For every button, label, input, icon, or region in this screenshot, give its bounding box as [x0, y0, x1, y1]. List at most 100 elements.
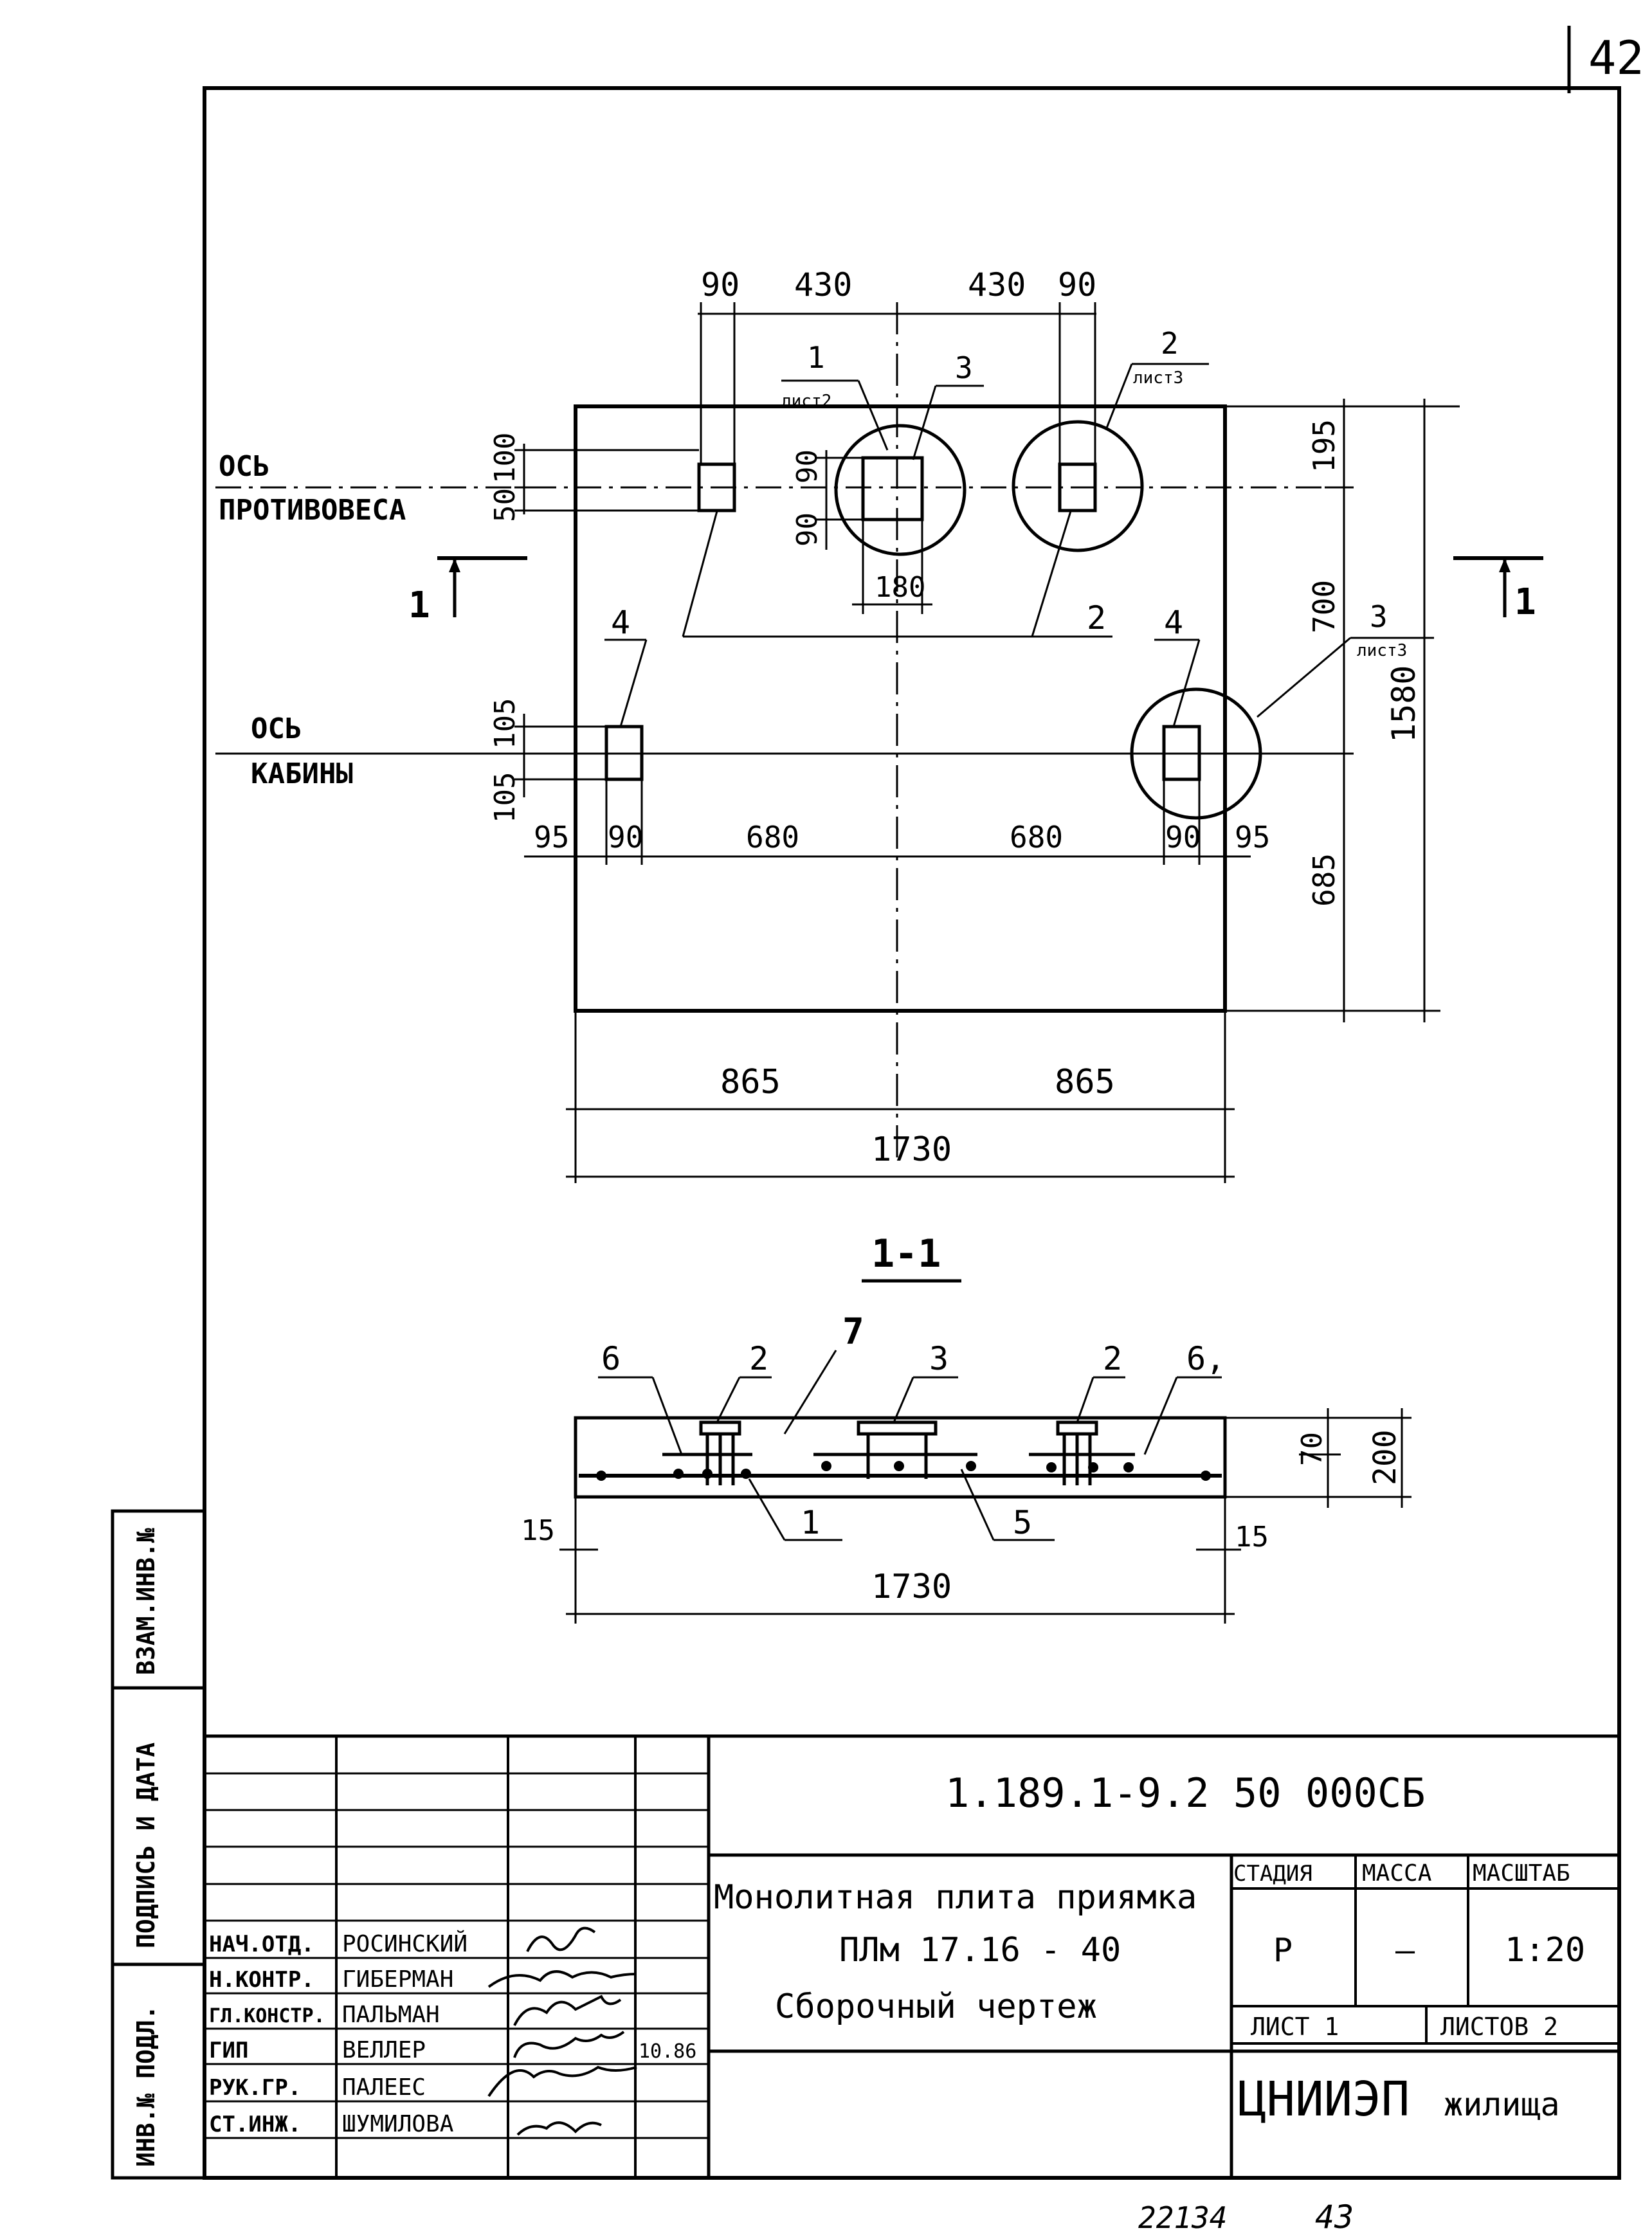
cabin-hole-left: [604, 725, 644, 781]
drawing-title-line-2: ПЛм 17.16 - 40: [839, 1931, 1121, 1970]
staff-name-4: ВЕЛЛЕР: [342, 2037, 426, 2063]
dim-bottom-95-left: 95: [534, 820, 569, 855]
section-label-6-right: 6,: [1186, 1340, 1225, 1377]
dim-overall-height: 1580: [1385, 666, 1422, 743]
slab-outline: [574, 404, 1227, 1013]
organization-main: ЦНИИЭП: [1238, 2072, 1410, 2127]
mass-value: —: [1395, 1932, 1415, 1969]
stage-header: СТАДИЯ: [1233, 1861, 1312, 1887]
section-mark-left: 1: [408, 584, 430, 626]
label-4-right: 4: [1164, 604, 1183, 641]
leader-3-sheet: лист3: [1357, 641, 1407, 660]
axis-counterweight-label-2: ПРОТИВОВЕСА: [219, 494, 406, 527]
staff-role-4: ГИП: [209, 2038, 248, 2063]
leader-1-num: 1: [807, 340, 825, 375]
dim-bottom-680-right: 680: [1010, 820, 1063, 855]
staff-role-2: Н.КОНТР.: [209, 1967, 314, 1993]
dim-hole-90-a: 90: [791, 449, 824, 484]
cabin-hole-right: [1162, 725, 1201, 781]
staff-role-6: СТ.ИНЖ.: [209, 2112, 301, 2137]
counterweight-hole-right: [1058, 462, 1097, 512]
cabin-circle-right: [1130, 687, 1262, 820]
staff-name-6: ШУМИЛОВА: [342, 2111, 454, 2137]
counterweight-hole-left: [697, 462, 736, 512]
dim-bottom-680-left: 680: [746, 820, 799, 855]
dim-top-2: 430: [794, 266, 852, 303]
drawing-title-line-3: Сборочный чертеж: [775, 1988, 1097, 2026]
staff-name-3: ПАЛЬМАН: [342, 2002, 440, 2028]
dim-top-3: 430: [968, 266, 1026, 303]
dim-right-195: 195: [1307, 419, 1341, 473]
leader-2-sheet: лист3: [1133, 368, 1183, 388]
dim-top-4: 90: [1058, 266, 1096, 303]
section-dim-width: 1730: [871, 1568, 952, 1606]
side-stamp-original-inv: ИНВ.№ ПОДЛ.: [132, 2005, 160, 2167]
dim-half-width-left: 865: [720, 1063, 781, 1101]
section-label-2-right: 2: [1103, 1340, 1122, 1377]
dim-left-105-a: 105: [489, 698, 522, 749]
label-2-mid: 2: [1087, 599, 1106, 637]
staff-role-3: ГЛ.КОНСТР.: [209, 2005, 325, 2027]
leader-3-num: 3: [1370, 599, 1388, 634]
section-dim-15-left: 15: [521, 1514, 555, 1547]
drawing-title-line-1: Монолитная плита приямка: [714, 1878, 1197, 1917]
dim-left-50: 50: [489, 488, 522, 522]
dim-left-100: 100: [489, 433, 522, 484]
dim-left-105-b: 105: [489, 772, 522, 823]
dim-right-685: 685: [1307, 853, 1341, 907]
buffer-circle-right: [1012, 420, 1144, 552]
staff-role-5: РУК.ГР.: [209, 2075, 301, 2101]
label-3-top: 3: [955, 350, 973, 385]
side-stamp-replaced-inv: ВЗАМ.ИНВ.№: [132, 1528, 160, 1675]
section-label-3: 3: [929, 1340, 949, 1377]
footer-page: 43: [1315, 2198, 1354, 2236]
dim-hole-180: 180: [875, 571, 925, 604]
dim-overall-width: 1730: [871, 1130, 952, 1169]
sheet-number: ЛИСТ 1: [1251, 2013, 1339, 2041]
doc-code: 1.189.1-9.2 50 000СБ: [945, 1770, 1426, 1816]
dim-hole-90-b: 90: [791, 512, 824, 547]
title-block: 1.189.1-9.2 50 000СБ Монолитная плита пр…: [204, 1734, 1619, 2178]
staff-name-1: РОСИНСКИЙ: [342, 1930, 467, 1957]
section-view: 1-1 6 2 7 3: [521, 1231, 1411, 1624]
axis-counterweight-label-1: ОСЬ: [219, 450, 269, 483]
section-label-7: 7: [842, 1311, 864, 1353]
leader-2-num: 2: [1161, 326, 1179, 361]
dim-right-700: 700: [1307, 580, 1341, 633]
sheets-total: ЛИСТОВ 2: [1440, 2013, 1558, 2041]
sheet-frame: [111, 86, 1621, 2180]
dim-bottom-95-right: 95: [1235, 820, 1270, 855]
dim-half-width-right: 865: [1055, 1063, 1115, 1101]
scale-value: 1:20: [1505, 1931, 1585, 1970]
section-label-6-left: 6: [601, 1340, 621, 1377]
section-label-2-left: 2: [749, 1340, 768, 1377]
dim-bottom-90-left: 90: [608, 820, 643, 855]
section-title: 1-1: [871, 1231, 941, 1276]
section-mark-right: 1: [1514, 581, 1536, 623]
section-label-1: 1: [801, 1504, 820, 1541]
section-dim-15-right: 15: [1235, 1521, 1269, 1553]
dim-bottom-90-right: 90: [1165, 820, 1201, 855]
section-dim-70: 70: [1296, 1432, 1329, 1466]
footer-inventory: 22134: [1138, 2200, 1227, 2235]
section-slab: [574, 1416, 1227, 1499]
organization-suffix: жилища: [1444, 2086, 1560, 2123]
stage-value: Р: [1273, 1932, 1293, 1969]
label-4-left: 4: [611, 604, 630, 641]
plan-view: ОСЬ ПРОТИВОВЕСА ОСЬ КАБИНЫ 90 430 430 90…: [215, 266, 1543, 1183]
section-dim-200: 200: [1367, 1429, 1403, 1485]
dim-top-1: 90: [701, 266, 740, 303]
signatures: [487, 1926, 637, 2136]
buffer-hole-center: [861, 456, 924, 521]
page-number: 42: [1588, 31, 1644, 85]
buffer-circle-center: [834, 424, 967, 556]
staff-name-5: ПАЛЕЕС: [342, 2074, 426, 2101]
leader-1-sheet: лист2: [781, 392, 831, 411]
side-stamp: ВЗАМ.ИНВ.№ ПОДПИСЬ И ДАТА ИНВ.№ ПОДЛ.: [132, 1528, 160, 2167]
mass-header: МАССА: [1362, 1860, 1432, 1887]
staff-name-2: ГИБЕРМАН: [342, 1966, 453, 1993]
staff-role-1: НАЧ.ОТД.: [209, 1932, 314, 1957]
section-label-5: 5: [1013, 1504, 1032, 1541]
scale-header: МАСШТАБ: [1473, 1860, 1570, 1887]
